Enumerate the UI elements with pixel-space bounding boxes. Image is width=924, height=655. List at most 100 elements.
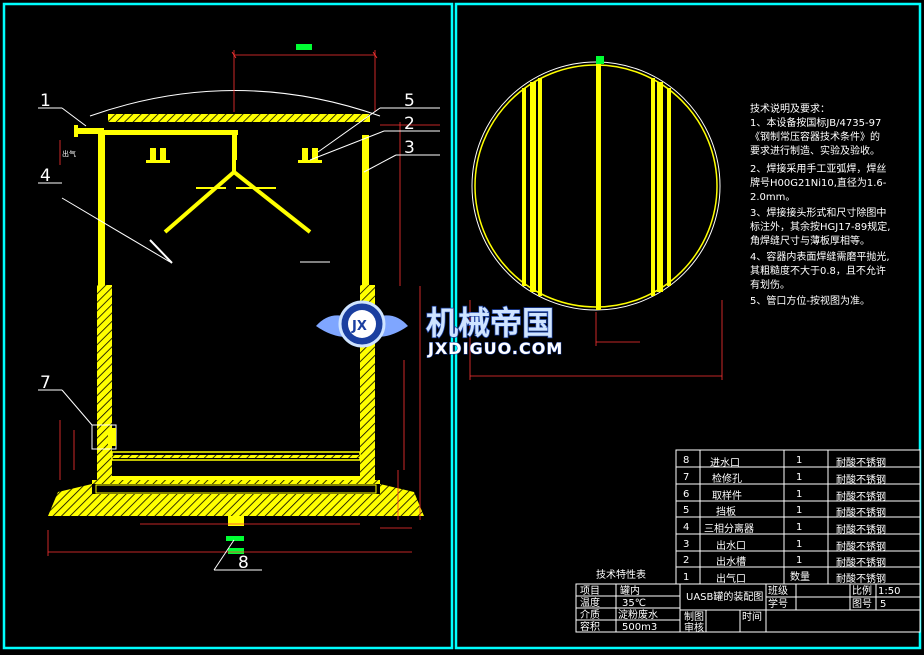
svg-text:耐酸不锈钢: 耐酸不锈钢 [836,506,886,519]
parts-row: 6 取样件 1 耐酸不锈钢 [683,489,886,503]
technical-notes: 技术说明及要求： 1、本设备按国标JB/4735-97 《钢制常压容器技术条件》… [750,102,890,307]
svg-text:1: 1 [796,505,802,516]
svg-text:耐酸不锈钢: 耐酸不锈钢 [836,523,886,536]
callout-3: 3 [404,138,415,158]
effluent-weir [146,148,322,163]
svg-text:7: 7 [683,472,689,483]
inlet-pipe [228,516,244,526]
svg-text:1: 1 [796,489,802,500]
review-label: 审核 [684,621,704,634]
svg-text:6: 6 [683,489,689,500]
parts-row: 1 出气口 数量 耐酸不锈钢 [683,570,886,585]
parts-row: 2 出水槽 1 耐酸不锈钢 [683,555,886,569]
callout-2: 2 [404,114,415,134]
spec-value: 罐内 [620,584,640,597]
svg-text:挡板: 挡板 [716,505,736,518]
spec-label: 项目 [580,585,600,597]
callout-4: 4 [40,166,51,186]
notes-line: 2.0mm。 [750,192,795,203]
separator-plates-plan [522,62,671,310]
notes-heading: 技术说明及要求： [750,102,830,115]
svg-text:耐酸不锈钢: 耐酸不锈钢 [836,556,886,569]
svg-text:出气口: 出气口 [716,572,746,585]
class-label: 班级 [768,585,788,597]
svg-text:耐酸不锈钢: 耐酸不锈钢 [836,490,886,503]
elevation-dimensions [47,50,440,556]
svg-text:1: 1 [683,572,689,583]
watermark-emblem: JX [351,319,367,334]
spec-value: 500m3 [622,622,657,633]
scale-label: 比例 [852,584,872,597]
watermark-url: JXDIGUO.COM [427,339,563,358]
callout-5: 5 [404,91,415,111]
three-phase-separator [163,160,312,234]
callout-8: 8 [238,553,249,573]
svg-text:8: 8 [683,455,689,466]
svg-text:1: 1 [796,555,802,566]
svg-text:1: 1 [796,522,802,533]
svg-text:耐酸不锈钢: 耐酸不锈钢 [836,572,886,585]
watermark-name: 机械帝国 [426,304,554,342]
svg-text:3: 3 [683,539,689,550]
svg-text:检修孔: 检修孔 [712,472,742,485]
parts-row: 5 挡板 1 耐酸不锈钢 [683,505,886,519]
svg-text:耐酸不锈钢: 耐酸不锈钢 [836,473,886,486]
parts-row: 3 出水口 1 耐酸不锈钢 [683,539,886,553]
svg-text:5: 5 [683,505,689,516]
svg-text:数量: 数量 [790,570,810,583]
sheet-label: 图号 [852,598,872,610]
svg-text:1: 1 [796,455,802,466]
spec-label: 介质 [580,609,600,621]
parts-list-table: 8 进水口 1 耐酸不锈钢 7 检修孔 1 耐酸不锈钢 6 取样件 1 耐酸不锈… [675,449,921,585]
plan-dimensions [469,300,723,380]
drawn-label: 制图 [684,610,704,623]
top-cover [108,114,370,122]
callout-1: 1 [40,91,51,111]
svg-text:2: 2 [683,555,689,566]
notes-line: 《钢制常压容器技术条件》的 [750,130,880,143]
notes-line: 5、管口方位-按视图为准。 [750,294,870,307]
notes-line: 标注外，其余按HGJ17-89规定, [750,220,890,233]
right-wall-upper [362,135,369,285]
sheet-value: 5 [880,599,886,610]
svg-text:1: 1 [796,472,802,483]
spec-label: 温度 [580,596,600,609]
notes-line: 3、焊接接头形式和尺寸除图中 [750,206,886,219]
svg-text:耐酸不锈钢: 耐酸不锈钢 [836,540,886,553]
svg-text:三相分离器: 三相分离器 [704,522,754,535]
parts-row: 7 检修孔 1 耐酸不锈钢 [683,472,886,486]
svg-text:进水口: 进水口 [710,457,740,469]
notes-line: 其粗糙度不大于0.8，且不允许 [750,264,886,277]
svg-text:4: 4 [683,522,689,533]
parts-row: 4 三相分离器 1 耐酸不锈钢 [683,522,886,536]
svg-text:出水槽: 出水槽 [716,555,746,568]
plan-view: 技术说明及要求： 1、本设备按国标JB/4735-97 《钢制常压容器技术条件》… [469,56,890,380]
notes-line: 2、焊接采用手工亚弧焊，焊丝 [750,162,886,175]
scale-value: 1:50 [878,586,900,597]
notes-line: 4、容器内表面焊缝需磨平抛光, [750,250,890,263]
svg-text:出水口: 出水口 [716,539,746,552]
notes-line: 1、本设备按国标JB/4735-97 [750,116,881,129]
drawing-title: UASB罐的装配图 [686,590,763,603]
spec-table-title: 技术特性表 [596,568,646,581]
spec-value: 淀粉废水 [618,608,658,621]
notes-line: 有划伤。 [750,278,790,291]
time-label: 时间 [742,610,762,623]
spec-label: 容积 [580,620,600,633]
notes-line: 角焊缝尺寸与薄板厚相等。 [750,234,870,247]
elevation-view: 1 5 2 3 4 7 8 出气 [38,44,440,573]
left-wall-lower [97,285,112,480]
inlet-marker [228,548,244,554]
svg-text:1: 1 [796,539,802,550]
left-wall-upper [98,135,105,285]
gas-outlet-label: 出气 [62,149,76,158]
gas-outlet-pipe [74,128,104,134]
watermark-logo: JX 机械帝国 JXDIGUO.COM [316,300,563,359]
spec-and-title-block: 技术特性表 项目 罐内 温度 35℃ 介质 淀粉废水 容积 500m3 UASB… [575,568,921,634]
notes-line: 牌号H00G21Ni10,直径为1.6- [750,176,887,189]
callout-leaders [38,107,440,571]
spec-value: 35℃ [622,598,646,609]
parts-row: 8 进水口 1 耐酸不锈钢 [683,455,886,469]
